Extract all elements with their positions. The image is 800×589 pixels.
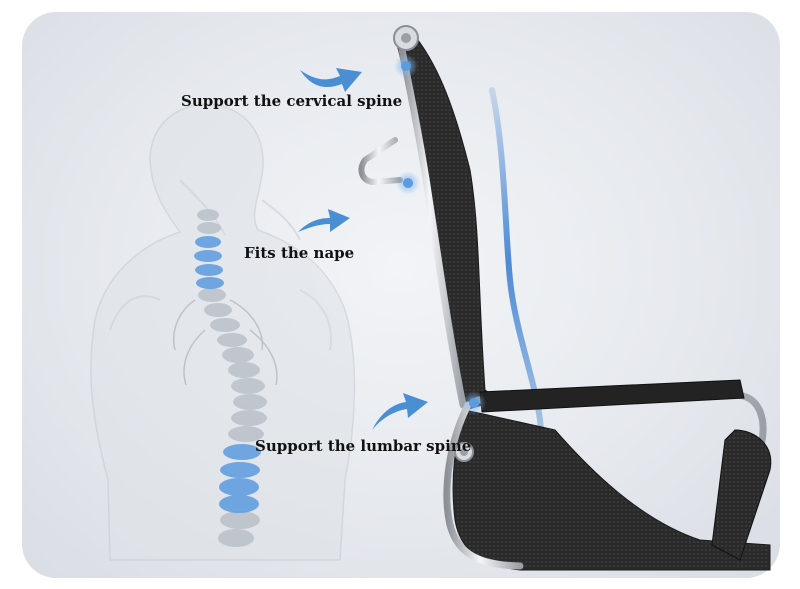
arrow-icon: [298, 209, 350, 232]
pivot-knob-icon: [393, 25, 419, 51]
pivot-knob-icon: [454, 442, 474, 462]
human-silhouette: [90, 103, 356, 561]
chair-icon: [358, 39, 772, 571]
nape-label: Fits the nape: [244, 244, 355, 262]
cervical-support-label: Support the cervical spine: [181, 92, 403, 110]
support-point-nape: [396, 171, 420, 195]
lumbar-support-label: Support the lumbar spine: [255, 437, 472, 455]
support-point-cervical: [394, 54, 418, 78]
arrow-icon: [372, 393, 428, 430]
spine-icon: [173, 209, 278, 547]
support-point-lumbar: [462, 391, 486, 415]
arrow-icon: [300, 68, 362, 92]
